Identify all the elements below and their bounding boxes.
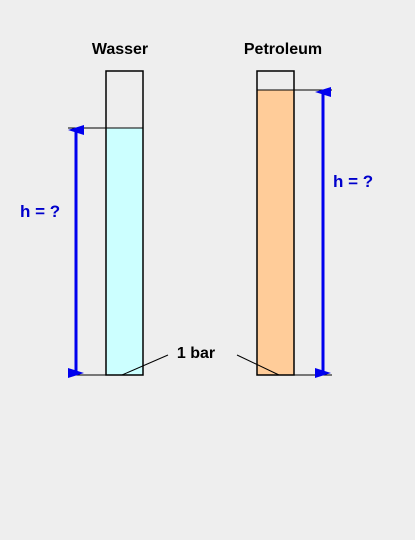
petroleum-height-label: h = ? bbox=[333, 172, 373, 191]
petroleum-tube bbox=[256, 70, 295, 376]
pressure-leader-water bbox=[121, 354, 169, 376]
column-title-petroleum: Petroleum bbox=[244, 41, 322, 58]
water-height-label: h = ? bbox=[20, 202, 60, 221]
pressure-leader-petroleum bbox=[236, 354, 280, 376]
water-tube bbox=[105, 70, 144, 376]
pressure-label: 1 bar bbox=[177, 345, 215, 362]
petroleum-liquid bbox=[257, 90, 294, 375]
water-liquid bbox=[106, 128, 143, 375]
column-title-water: Wasser bbox=[92, 41, 148, 58]
